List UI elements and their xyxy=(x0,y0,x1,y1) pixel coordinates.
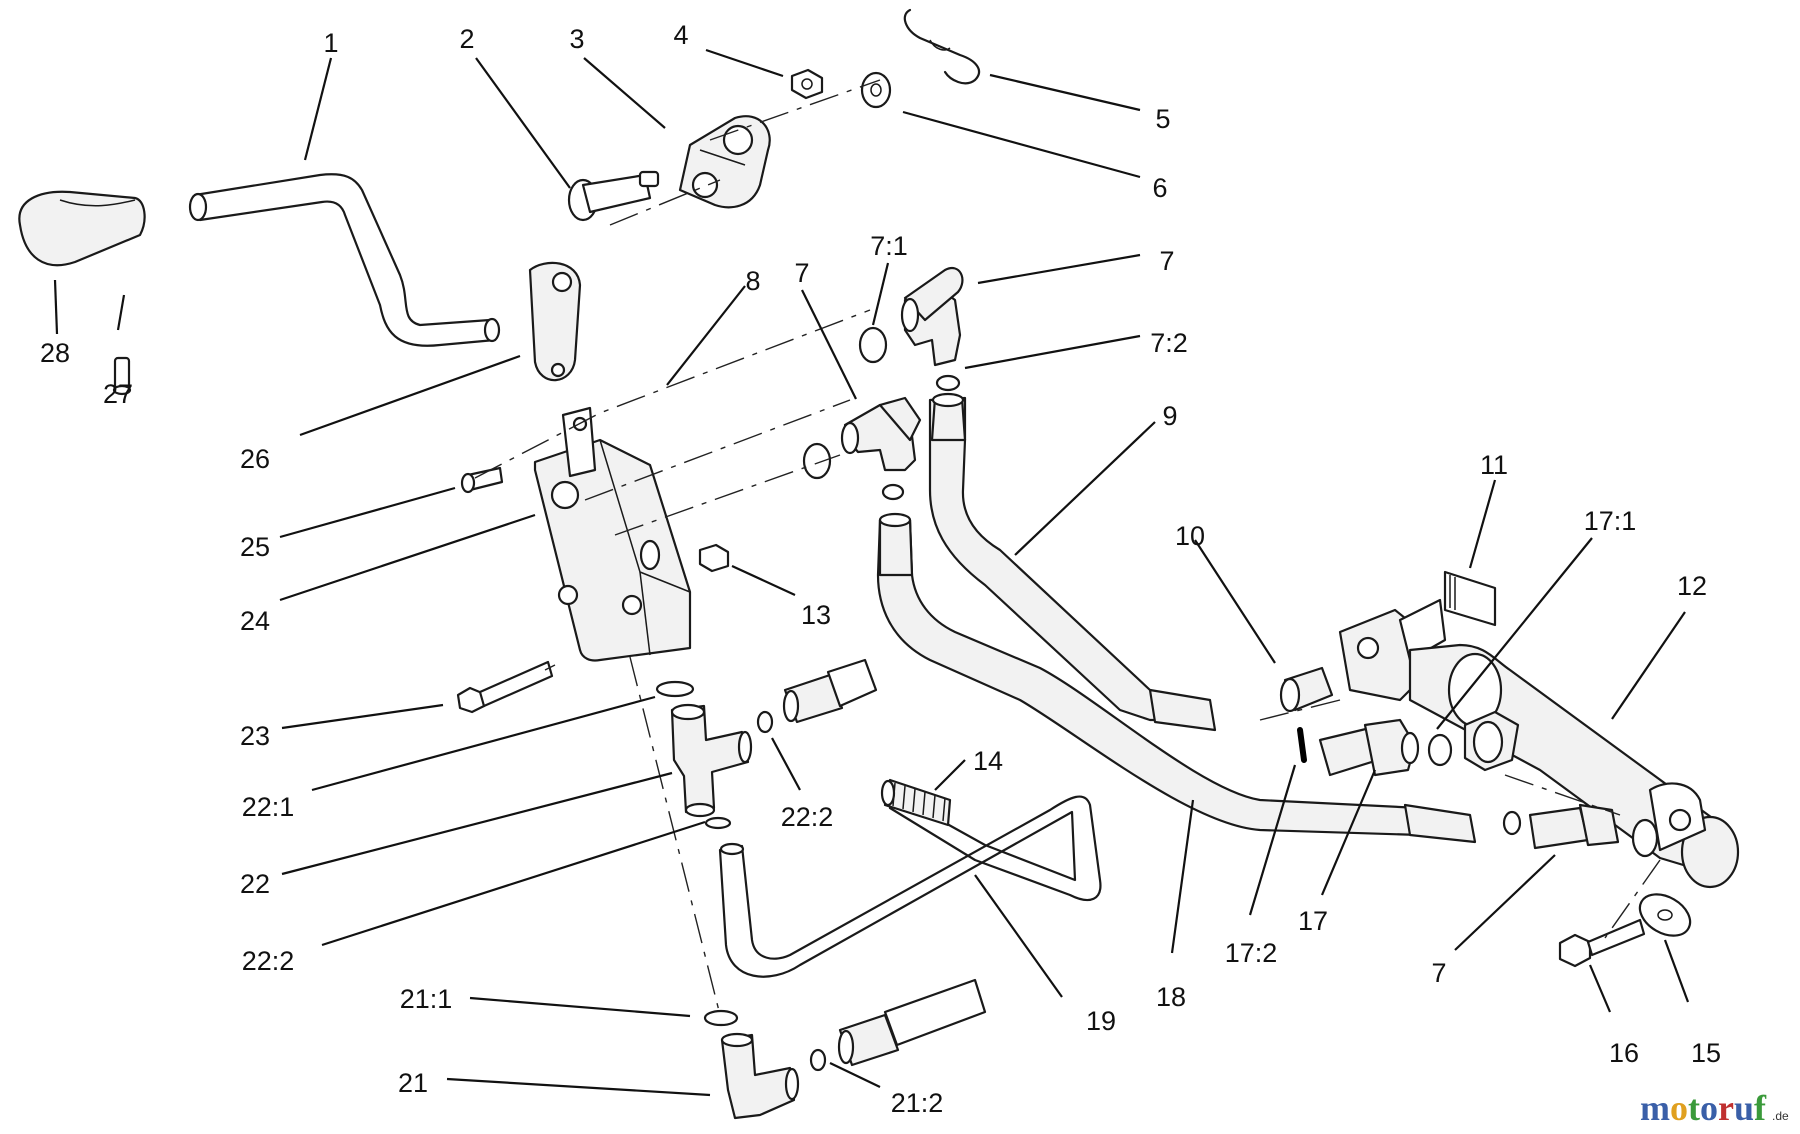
callout-14: 14 xyxy=(973,746,1003,776)
brand-letter-f: f xyxy=(1754,1088,1767,1128)
callout-22-1: 22:1 xyxy=(242,792,295,822)
part-oring-21-1 xyxy=(703,1009,739,1027)
callout-1: 1 xyxy=(323,28,338,58)
part-elbow-21 xyxy=(720,1032,800,1120)
callout-22: 22 xyxy=(240,869,270,899)
callout-27: 27 xyxy=(103,379,133,409)
part-oring-7-2 xyxy=(935,374,961,392)
callout-17-2: 17:2 xyxy=(1225,938,1278,968)
part-drawings xyxy=(18,8,1740,1120)
brand-letter-m: m xyxy=(1640,1088,1670,1128)
part-tee-fitting xyxy=(670,703,753,818)
callout-25: 25 xyxy=(240,532,270,562)
part-oring-21-2 xyxy=(809,1048,827,1072)
part-pin-2 xyxy=(567,170,660,222)
callout-21-1: 21:1 xyxy=(400,984,453,1014)
part-hose-fitting-21 xyxy=(837,978,987,1067)
callout-15: 15 xyxy=(1691,1038,1721,1068)
callout-17: 17 xyxy=(1298,906,1328,936)
part-oring-7-1 xyxy=(858,326,888,364)
callout-labels: 1 2 3 4 5 6 7:1 7 7:2 8 7 9 26 25 24 13 … xyxy=(40,20,1721,1118)
callout-13: 13 xyxy=(801,600,831,630)
brand-letter-o: o xyxy=(1670,1088,1688,1128)
callout-7-lower: 7 xyxy=(1431,958,1446,988)
callout-28: 28 xyxy=(40,338,70,368)
brand-suffix: .de xyxy=(1772,1109,1789,1123)
brand-watermark: motoruf .de xyxy=(1640,1088,1789,1128)
callout-21: 21 xyxy=(398,1068,428,1098)
brand-letter-u: u xyxy=(1734,1088,1754,1128)
part-tube-19 xyxy=(718,793,1102,978)
part-oring-22-2b xyxy=(704,816,732,830)
callout-7-2: 7:2 xyxy=(1150,328,1188,358)
callout-7-upper-right: 7 xyxy=(1159,246,1174,276)
part-link-plate xyxy=(528,261,582,382)
part-elbow-7-middle xyxy=(802,396,922,480)
part-hose-18 xyxy=(876,512,1477,844)
part-knob-grip xyxy=(18,190,146,267)
brand-letter-t: t xyxy=(1688,1088,1700,1128)
part-clevis-bracket xyxy=(1338,598,1447,702)
part-pin-17-2 xyxy=(1297,727,1307,763)
callout-6: 6 xyxy=(1152,173,1167,203)
part-hose-fitting-22 xyxy=(782,658,878,724)
callout-22-2-right: 22:2 xyxy=(781,802,834,832)
part-washer-6 xyxy=(860,71,892,109)
part-lever-rod xyxy=(188,173,501,347)
callout-12: 12 xyxy=(1677,571,1707,601)
part-nut-13 xyxy=(698,543,730,573)
callout-16: 16 xyxy=(1609,1038,1639,1068)
part-bolt-23 xyxy=(456,660,554,714)
callout-3: 3 xyxy=(569,24,584,54)
part-clip-11 xyxy=(1443,570,1497,627)
callout-9: 9 xyxy=(1162,401,1177,431)
part-elbow-17 xyxy=(1318,718,1420,777)
brand-letter-o2: o xyxy=(1700,1088,1718,1128)
brand-letter-r: r xyxy=(1718,1088,1734,1128)
part-hairpin-clip xyxy=(903,8,981,85)
part-valve-body xyxy=(533,406,692,662)
part-nut-4 xyxy=(790,68,824,100)
callout-21-2: 21:2 xyxy=(891,1088,944,1118)
part-hose-9 xyxy=(881,392,1217,732)
callout-4: 4 xyxy=(673,20,688,50)
part-elbow-7-upper xyxy=(900,267,964,367)
part-pin-25 xyxy=(460,466,504,494)
callout-5: 5 xyxy=(1155,104,1170,134)
part-washer-15 xyxy=(1638,893,1692,937)
part-oring-22-1 xyxy=(655,680,695,698)
callout-18: 18 xyxy=(1156,982,1186,1012)
part-plug-10 xyxy=(1279,666,1334,713)
part-clevis xyxy=(678,115,771,209)
part-elbow-7-lower xyxy=(1502,803,1659,858)
part-bushing-17-1 xyxy=(1427,710,1520,772)
callout-10: 10 xyxy=(1175,521,1205,551)
part-oring-22-2a xyxy=(756,710,774,734)
callout-26: 26 xyxy=(240,444,270,474)
part-screw-27 xyxy=(112,356,132,396)
part-cylinder-12 xyxy=(1408,643,1740,889)
part-spring-14 xyxy=(880,778,952,827)
callout-7-1: 7:1 xyxy=(870,231,908,261)
leader-lines xyxy=(53,48,1690,1097)
part-bolt-16 xyxy=(1558,918,1646,968)
callout-11: 11 xyxy=(1480,450,1508,480)
callout-23: 23 xyxy=(240,721,270,751)
callout-2: 2 xyxy=(459,24,474,54)
callout-22-2-left: 22:2 xyxy=(242,946,295,976)
callout-7-middle: 7 xyxy=(794,258,809,288)
callout-8: 8 xyxy=(745,266,760,296)
callout-17-1: 17:1 xyxy=(1584,506,1637,536)
callout-19: 19 xyxy=(1086,1006,1116,1036)
callout-24: 24 xyxy=(240,606,270,636)
brand-logo-text: motoruf xyxy=(1640,1088,1767,1128)
